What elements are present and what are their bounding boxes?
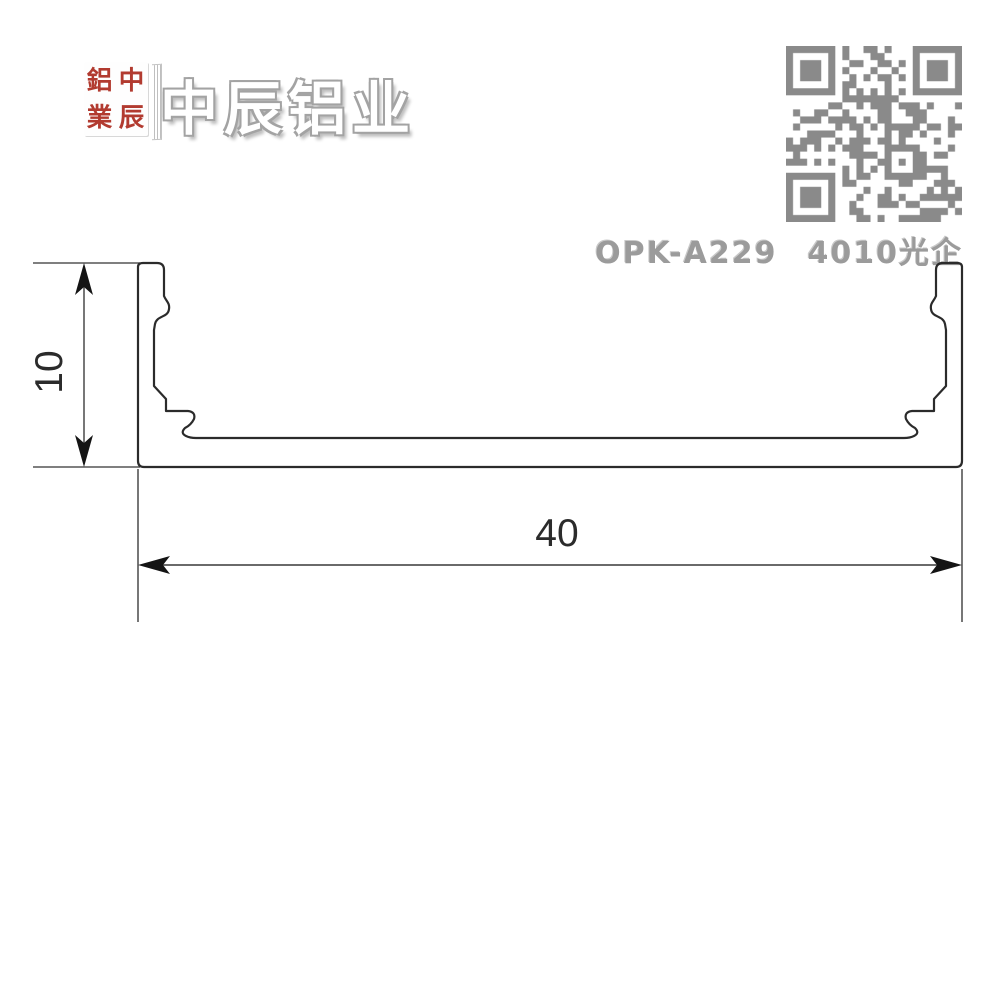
product-code: OPK-A229 4010光企: [595, 228, 963, 272]
arrow-down-icon: [75, 435, 93, 467]
arrow-right-icon: [930, 556, 962, 574]
stamp-face: 鋁 中 業 辰: [84, 62, 148, 136]
brand-title: 中辰铝业: [160, 77, 417, 142]
stamp-char-tr: 中: [119, 65, 145, 96]
profile-outline: [136, 261, 964, 469]
stamp-char-tl: 鋁: [87, 65, 113, 96]
height-dimension-label: 10: [28, 350, 71, 393]
width-dimension-label: 40: [535, 512, 578, 555]
brand-stamp: 鋁 中 業 辰: [84, 60, 162, 141]
qr-code-icon: [786, 46, 962, 222]
stamp-char-br: 辰: [119, 102, 145, 133]
stamp-char-bl: 業: [87, 102, 113, 133]
product-code-spec: 4010光企: [807, 236, 963, 271]
arrow-up-icon: [75, 263, 93, 295]
arrow-left-icon: [138, 556, 170, 574]
product-code-model: OPK-A229: [595, 236, 778, 271]
